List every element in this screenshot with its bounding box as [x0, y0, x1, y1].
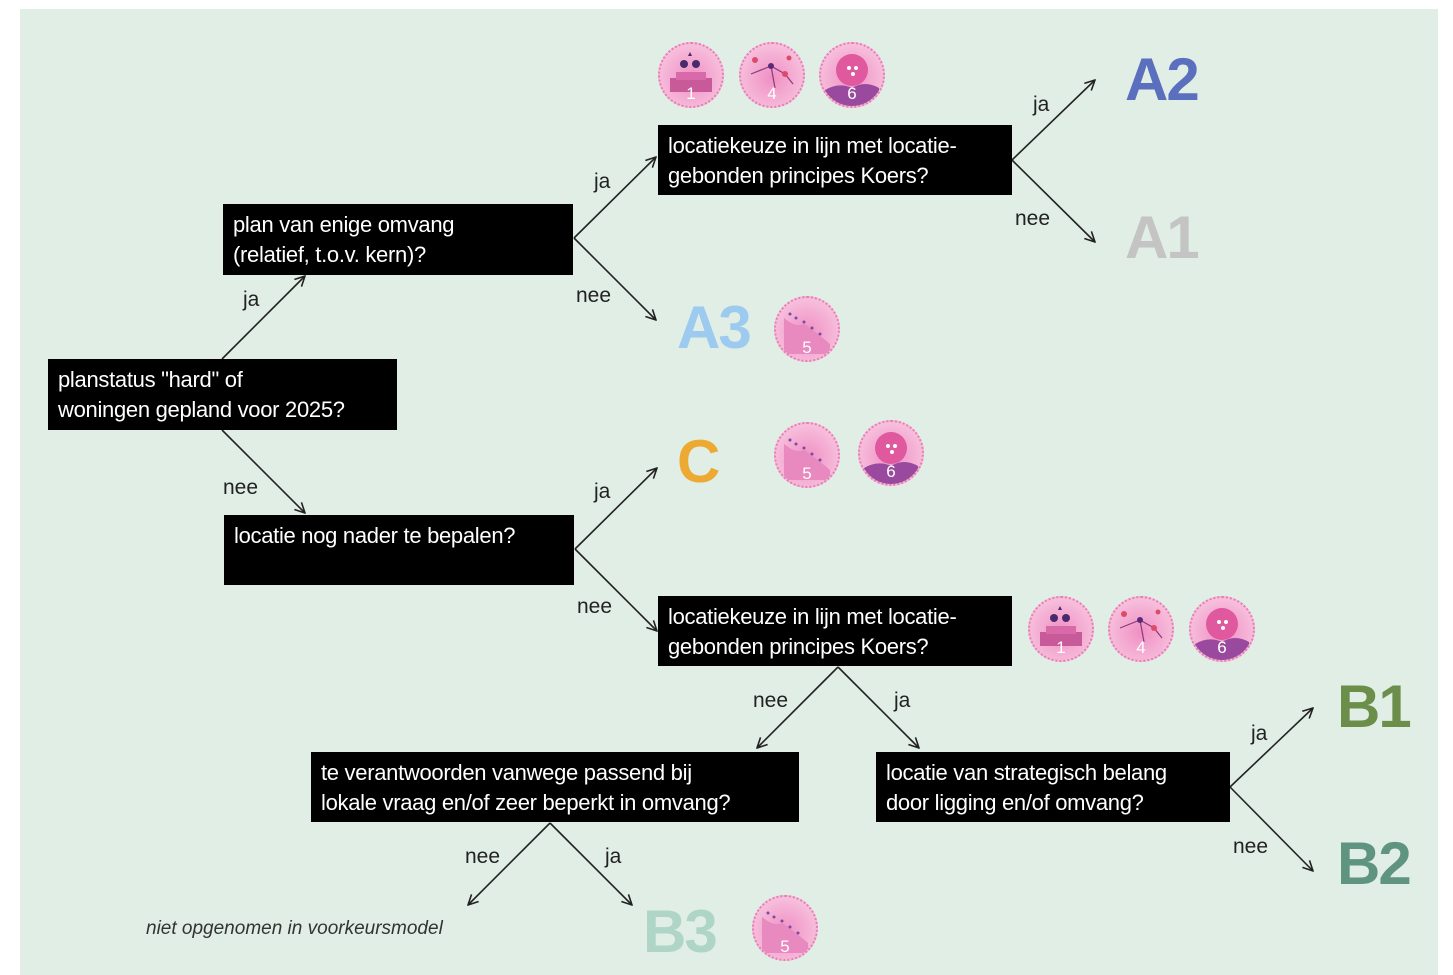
- badge-number: 4: [767, 84, 777, 103]
- arrow-verantwoorden-ja: [549, 822, 632, 905]
- badge-number: 1: [686, 84, 696, 103]
- badge-number: 5: [802, 464, 812, 483]
- people-podium-icon: 1: [1028, 596, 1094, 662]
- arrow-lijn-top-nee: [1011, 159, 1095, 242]
- label-nee: nee: [1233, 835, 1269, 858]
- arrow-lijn-top-ja: [1011, 80, 1095, 161]
- badge-number: 6: [886, 462, 896, 481]
- question-plan-omvang: plan van enige omvang (relatief, t.o.v. …: [223, 204, 573, 275]
- label-ja: ja: [1251, 722, 1268, 745]
- arrow-strategisch-nee: [1229, 786, 1313, 871]
- network-map-icon: 4: [739, 42, 805, 108]
- result-a2: A2: [1125, 46, 1200, 113]
- label-nee: nee: [577, 595, 613, 618]
- label-ja: ja: [243, 288, 260, 311]
- label-nee: nee: [753, 689, 789, 712]
- question-locatiekeuze-top: locatiekeuze in lijn met locatie- gebond…: [658, 125, 1012, 195]
- badge-number: 5: [802, 338, 812, 357]
- result-b1: B1: [1337, 673, 1412, 740]
- arrow-nader-nee: [574, 548, 657, 631]
- landscape-dots-icon: 5: [774, 296, 840, 362]
- label-nee: nee: [576, 284, 612, 307]
- label-ja: ja: [594, 480, 611, 503]
- arrow-omvang-nee: [573, 237, 656, 320]
- label-nee: nee: [1015, 207, 1051, 230]
- label-ja: ja: [594, 170, 611, 193]
- arrow-omvang-ja: [573, 157, 656, 239]
- badge-number: 4: [1136, 638, 1146, 657]
- question-locatiekeuze-mid: locatiekeuze in lijn met locatie- gebond…: [658, 596, 1012, 666]
- badge-number: 1: [1056, 638, 1066, 657]
- label-ja: ja: [894, 689, 911, 712]
- question-planstatus: planstatus "hard" of woningen gepland vo…: [48, 359, 397, 430]
- badge-number: 5: [780, 937, 790, 956]
- village-sun-icon: 6: [858, 420, 924, 486]
- arrow-verantwoorden-nee: [468, 822, 551, 905]
- arrow-planstatus-nee: [221, 429, 305, 513]
- label-ja: ja: [605, 845, 622, 868]
- badge-number: 6: [847, 84, 857, 103]
- landscape-dots-icon: 5: [774, 422, 840, 488]
- arrow-strategisch-ja: [1229, 708, 1313, 788]
- network-map-icon: 4: [1108, 596, 1174, 662]
- footnote-not-included: niet opgenomen in voorkeursmodel: [146, 918, 443, 939]
- label-nee: nee: [465, 845, 501, 868]
- label-ja: ja: [1033, 93, 1050, 116]
- village-sun-icon: 6: [1189, 596, 1255, 662]
- village-sun-icon: 6: [819, 42, 885, 108]
- arrow-nader-ja: [574, 468, 657, 550]
- badge-number: 6: [1217, 638, 1227, 657]
- label-nee: nee: [223, 476, 259, 499]
- question-locatie-nader: locatie nog nader te bepalen?: [224, 515, 574, 585]
- arrow-planstatus-ja: [221, 276, 305, 360]
- result-b3: B3: [643, 898, 718, 965]
- landscape-dots-icon: 5: [752, 895, 818, 961]
- result-c: C: [677, 428, 720, 495]
- question-verantwoorden: te verantwoorden vanwege passend bij lok…: [311, 752, 799, 822]
- result-a3: A3: [677, 294, 752, 361]
- question-strategisch: locatie van strategisch belang door ligg…: [876, 752, 1230, 822]
- arrow-lijn-mid-nee: [757, 666, 839, 748]
- result-b2: B2: [1337, 830, 1412, 897]
- result-a1: A1: [1125, 204, 1200, 271]
- people-podium-icon: 1: [658, 42, 724, 108]
- arrow-lijn-mid-ja: [837, 666, 919, 748]
